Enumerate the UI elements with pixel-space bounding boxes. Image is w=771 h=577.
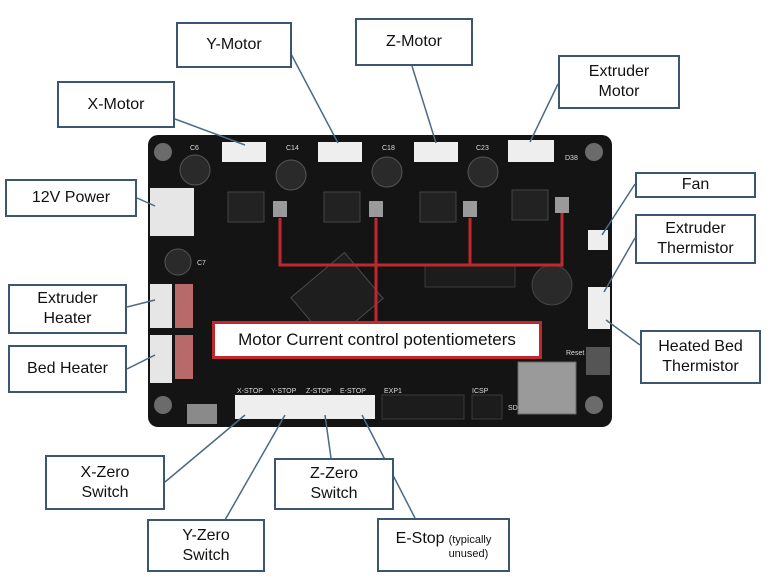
silk-c18: C18 [382, 145, 395, 152]
silk-sd: SD [508, 405, 518, 412]
leader-bed-heater [126, 354, 156, 370]
leader-12v-power [136, 197, 156, 207]
silk-d38: D38 [565, 155, 578, 162]
pot-highlight-line [278, 213, 564, 267]
silk-c6: C6 [190, 145, 199, 152]
reset-button [586, 347, 610, 375]
mounting-hole [154, 396, 172, 414]
leader-fan [601, 183, 636, 236]
stepper-driver-chip [419, 191, 457, 223]
leader-extruder-thermistor [603, 237, 636, 293]
stepper-driver-chip [511, 189, 549, 221]
extruder-heater-label: Extruder Heater [8, 284, 127, 334]
leader-extruder-motor [529, 83, 559, 143]
leader-y-zero [224, 414, 286, 521]
fan-label: Fan [635, 172, 756, 198]
potentiometer [369, 201, 383, 217]
icsp-header [471, 394, 503, 420]
silk-x-stop: X-STOP [237, 388, 263, 395]
usb-port [187, 404, 217, 424]
capacitor [179, 154, 211, 186]
extruder-motor-connector [508, 140, 554, 162]
e-stop-label: E-Stop (typically unused) [377, 518, 510, 572]
mounting-hole [585, 143, 603, 161]
sd-card-slot [517, 361, 577, 415]
bed-heater-connector [150, 335, 172, 383]
pin-header [424, 264, 516, 288]
bed-heater-label: Bed Heater [8, 345, 127, 393]
x-motor-label: X-Motor [57, 81, 175, 128]
capacitor [467, 156, 499, 188]
exp1-header [381, 394, 465, 420]
mosfet [175, 335, 193, 379]
microcontroller [290, 251, 384, 345]
leader-x-zero [164, 414, 246, 483]
leader-z-zero [324, 414, 332, 459]
endstop-connectors [235, 395, 375, 419]
extruder-thermistor-label: Extruder Thermistor [635, 214, 756, 264]
silk-z-stop: Z-STOP [306, 388, 332, 395]
potentiometer [273, 201, 287, 217]
capacitor [275, 159, 307, 191]
leader-z-motor [411, 65, 437, 144]
mounting-hole [154, 143, 172, 161]
extruder-motor-label: Extruder Motor [558, 55, 680, 109]
x-motor-connector [222, 142, 266, 162]
capacitor [164, 248, 192, 276]
buzzer [531, 264, 573, 306]
fan-connector [588, 230, 608, 250]
silk-exp1: EXP1 [384, 388, 402, 395]
z-motor-connector [414, 142, 458, 162]
z-zero-switch-label: Z-Zero Switch [274, 458, 394, 510]
stepper-driver-chip [227, 191, 265, 223]
silk-c23: C23 [476, 145, 489, 152]
potentiometer [463, 201, 477, 217]
heated-bed-thermistor-label: Heated Bed Thermistor [640, 330, 761, 384]
e-stop-title: E-Stop [395, 529, 445, 547]
thermistor-connector [588, 287, 610, 329]
motor-current-pots-label: Motor Current control potentiometers [212, 321, 542, 359]
y-motor-label: Y-Motor [176, 22, 292, 68]
silk-reset: Reset [566, 350, 584, 357]
y-motor-connector [318, 142, 362, 162]
silk-c14: C14 [286, 145, 299, 152]
12v-power-label: 12V Power [5, 179, 137, 217]
silk-e-stop: E-STOP [340, 388, 366, 395]
leader-y-motor [289, 51, 339, 144]
leader-x-motor [174, 118, 246, 146]
e-stop-note: (typically unused) [448, 533, 492, 560]
e-stop-line: E-Stop (typically unused) [396, 529, 492, 562]
silk-y-stop: Y-STOP [271, 388, 297, 395]
silk-icsp: ICSP [472, 388, 489, 395]
power-connector [150, 188, 194, 236]
mounting-hole [585, 396, 603, 414]
x-zero-switch-label: X-Zero Switch [45, 455, 165, 510]
potentiometer [555, 197, 569, 213]
capacitor [371, 156, 403, 188]
mosfet [175, 284, 193, 328]
extruder-heater-connector [150, 284, 172, 328]
z-motor-label: Z-Motor [355, 18, 473, 66]
silk-c7: C7 [197, 260, 206, 267]
stepper-driver-chip [323, 191, 361, 223]
leader-heated-bed-thermistor [605, 319, 641, 346]
leader-extruder-heater [126, 299, 156, 308]
y-zero-switch-label: Y-Zero Switch [147, 519, 265, 572]
